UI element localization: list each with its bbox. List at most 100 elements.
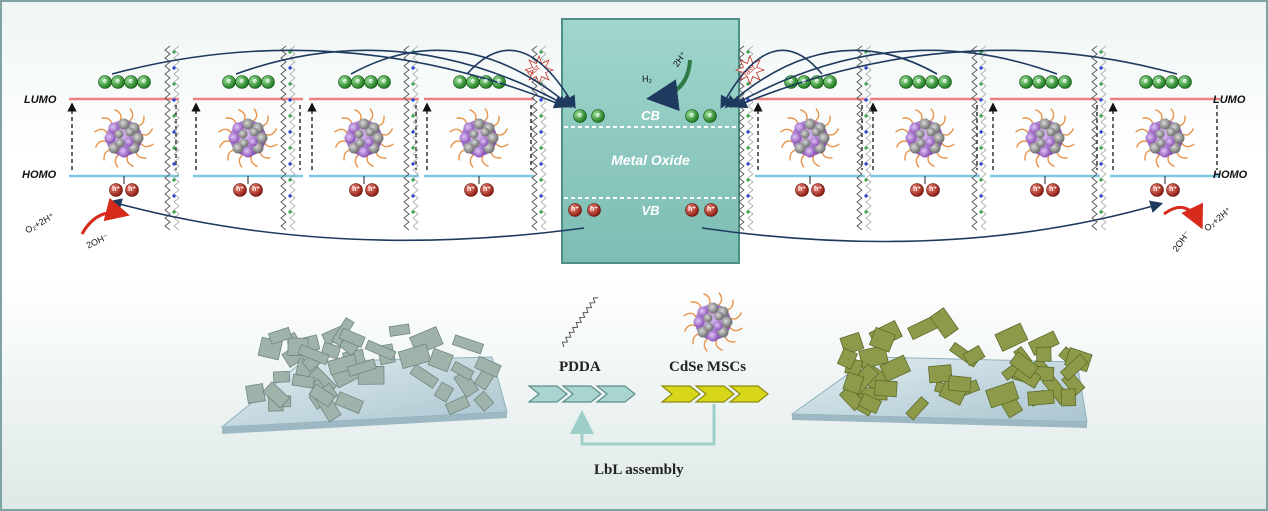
cluster-atom	[1159, 118, 1171, 130]
right-homo-label: HOMO	[1213, 169, 1248, 181]
hole-icon	[795, 183, 809, 197]
pdda-atom	[172, 194, 176, 198]
cluster-atom	[354, 129, 364, 139]
nanoflake	[346, 358, 377, 377]
hole-icon	[480, 183, 494, 197]
pdda-atom	[1099, 130, 1103, 134]
cluster-atom	[707, 330, 719, 342]
nanoflake	[262, 381, 290, 409]
nanoflake	[272, 370, 291, 383]
nanoflake	[388, 323, 411, 337]
pdda-atom	[746, 114, 750, 118]
hole-symbol: h⁺	[368, 186, 376, 193]
cluster-atom	[1035, 129, 1045, 139]
pdda-chain-icon	[561, 297, 599, 348]
cluster-atom	[1156, 138, 1166, 148]
cluster-atom	[1039, 146, 1051, 158]
nanoflake	[905, 396, 930, 421]
pdda-atom	[864, 130, 868, 134]
pdda-chain-icon	[971, 45, 987, 231]
pdda-atom	[172, 50, 176, 54]
electron-transfer-arrow	[724, 49, 938, 109]
pdda-atom	[746, 130, 750, 134]
cluster-atom	[365, 127, 375, 137]
nanoflake	[842, 371, 865, 395]
cluster-atom	[915, 129, 925, 139]
electron-symbol: e	[484, 78, 488, 85]
pdda-atom	[864, 162, 868, 166]
pdda-atom	[411, 98, 415, 102]
pdda-atom	[746, 194, 750, 198]
electron-symbol: e	[815, 78, 819, 85]
electron-symbol: e	[253, 78, 257, 85]
electron-icon	[573, 109, 587, 123]
cluster-atom	[114, 129, 124, 139]
hole-symbol: h⁺	[483, 186, 491, 193]
nanoflake	[1027, 389, 1055, 406]
cluster-atom	[933, 132, 945, 144]
cdse-cluster-icon	[895, 108, 955, 168]
cluster-atom	[355, 138, 365, 148]
lbl-loop-arrow	[570, 404, 716, 446]
cluster-atom	[242, 146, 254, 158]
cdse-cluster-icon	[449, 108, 509, 168]
cluster-atom	[919, 118, 931, 130]
electron-icon	[823, 75, 837, 89]
pdda-atom	[864, 82, 868, 86]
hole-symbol: h⁺	[467, 186, 475, 193]
cluster-atom	[810, 137, 820, 147]
cluster-atom	[800, 129, 810, 139]
hole-symbol: h⁺	[252, 186, 260, 193]
electron-symbol: e	[116, 78, 120, 85]
pdda-backbone	[403, 45, 410, 231]
electron-symbol: e	[142, 78, 146, 85]
cluster-atom	[364, 137, 374, 147]
pdda-atom	[288, 210, 292, 214]
cluster-atom	[344, 132, 356, 144]
hole-symbol: h⁺	[236, 186, 244, 193]
cluster-atom	[804, 146, 816, 158]
electron-transfer-arrow	[350, 49, 573, 109]
electron-symbol: e	[802, 78, 806, 85]
electron-symbol: e	[458, 78, 462, 85]
cdse-cluster-icon	[1135, 108, 1195, 168]
nanoflake	[929, 307, 959, 339]
electron-symbol: e	[578, 112, 582, 119]
cluster-atom	[1159, 146, 1171, 158]
cb-label: CB	[641, 108, 660, 123]
pdda-atom	[979, 114, 983, 118]
hole-symbol: h⁺	[1153, 186, 1161, 193]
pdda-chains	[164, 45, 1107, 231]
process-chevron	[694, 385, 735, 403]
pdda-atom	[1099, 210, 1103, 214]
pdda-atom	[288, 98, 292, 102]
pdda-atom	[864, 114, 868, 118]
nanoflake	[879, 354, 912, 383]
hole-symbol: h⁺	[814, 186, 822, 193]
h2-label: H₂	[642, 74, 652, 84]
cluster-atom	[790, 132, 802, 144]
process-chevron	[527, 385, 568, 403]
pdda-atom	[172, 210, 176, 214]
electron-symbol: e	[1024, 78, 1028, 85]
cluster-atom	[1045, 137, 1055, 147]
cluster-atom	[713, 321, 723, 331]
cluster-atom	[1053, 132, 1065, 144]
left-homo-label: HOMO	[22, 169, 57, 181]
nanoflake	[985, 380, 1020, 409]
nanoflake	[868, 326, 897, 353]
pdda-backbone	[412, 45, 419, 231]
transfer-arrows	[80, 49, 1203, 243]
hole-icon	[685, 203, 699, 217]
pdda-atom	[411, 114, 415, 118]
pdda-atom	[172, 146, 176, 150]
pdda-atom	[411, 210, 415, 214]
electron-symbol: e	[1050, 78, 1054, 85]
cluster-atom	[358, 118, 370, 130]
cdse-cluster-icon	[1015, 108, 1075, 168]
electron-icon	[1058, 75, 1072, 89]
hole-symbol: h⁺	[913, 186, 921, 193]
pdda-backbone	[164, 45, 171, 231]
cluster-atom	[804, 118, 816, 130]
